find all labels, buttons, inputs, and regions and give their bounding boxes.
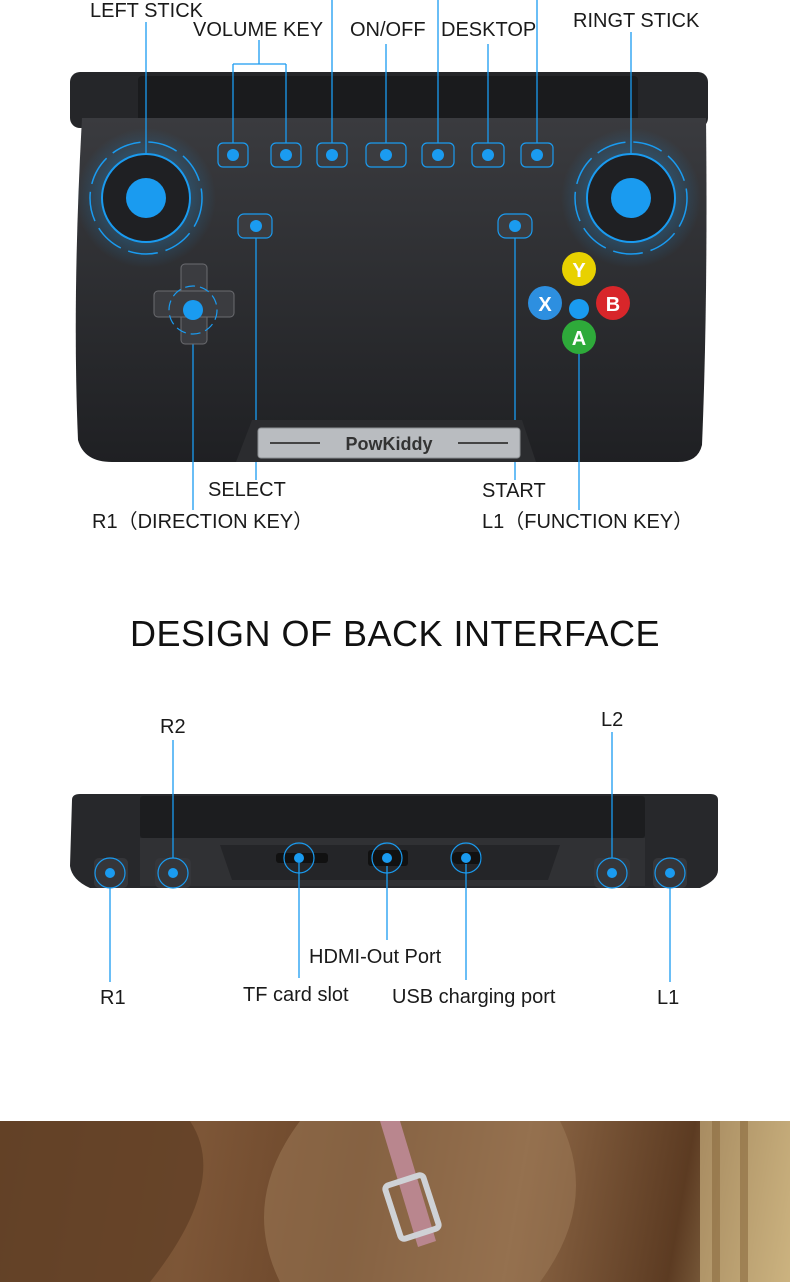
face-buttons: Y X B A xyxy=(528,252,630,354)
x-button-icon: X xyxy=(528,286,562,320)
lifestyle-photo xyxy=(0,1121,790,1282)
back-device-diagram xyxy=(70,732,718,982)
r1-button-icon xyxy=(94,857,128,889)
dpad-icon xyxy=(153,263,235,345)
select-button-icon xyxy=(237,213,273,239)
label-hdmi-port: HDMI-Out Port xyxy=(309,946,442,968)
label-volume-key: VOLUME KEY xyxy=(193,19,324,41)
label-start: START xyxy=(482,480,546,502)
usb-port-icon xyxy=(450,842,482,874)
label-tf-card-slot: TF card slot xyxy=(243,984,349,1006)
tf-card-slot-icon xyxy=(276,842,328,874)
start-button-icon xyxy=(497,213,533,239)
front-device-diagram: Y X B A PowKiddy xyxy=(70,0,708,510)
x-button-label: X xyxy=(538,294,552,316)
brand-label: PowKiddy xyxy=(345,434,432,454)
a-button-label: A xyxy=(572,328,586,350)
label-select: SELECT xyxy=(208,479,286,501)
label-left-stick: LEFT STICK xyxy=(90,0,203,22)
photo-illustration xyxy=(0,1121,790,1282)
front-leader-lines xyxy=(145,0,632,510)
hdmi-port-icon xyxy=(368,842,408,874)
label-usb-port: USB charging port xyxy=(392,986,556,1008)
top-button-7-icon xyxy=(520,142,554,168)
y-button-label: Y xyxy=(572,260,586,282)
b-button-icon: B xyxy=(596,286,630,320)
top-button-5-icon xyxy=(421,142,455,168)
label-l2: L2 xyxy=(601,709,624,731)
label-direction-key: R1（DIRECTION KEY） xyxy=(92,511,314,533)
label-desktop: DESKTOP xyxy=(441,19,537,41)
label-function-key: L1（FUNCTION KEY） xyxy=(482,511,694,533)
brand-plate: PowKiddy xyxy=(236,420,536,462)
l2-button-icon xyxy=(594,857,630,889)
top-button-row xyxy=(217,142,554,168)
l1-button-icon xyxy=(653,857,687,889)
desktop-button-icon xyxy=(471,142,505,168)
volume-up-button-icon xyxy=(270,142,302,168)
volume-down-button-icon xyxy=(217,142,249,168)
label-on-off: ON/OFF xyxy=(350,19,426,41)
r2-button-icon xyxy=(155,857,191,889)
label-l1: L1 xyxy=(657,987,680,1009)
label-r1: R1 xyxy=(100,987,126,1009)
power-button-icon xyxy=(365,142,407,168)
label-right-stick: RINGT STICK xyxy=(573,10,700,32)
left-stick-icon xyxy=(76,128,216,268)
device-body xyxy=(75,118,707,462)
a-button-icon: A xyxy=(562,320,596,354)
top-button-3-icon xyxy=(316,142,348,168)
right-stick-icon xyxy=(561,128,701,268)
y-button-icon: Y xyxy=(562,252,596,286)
section-title: DESIGN OF BACK INTERFACE xyxy=(129,613,661,654)
b-button-label: B xyxy=(606,294,620,316)
label-r2: R2 xyxy=(160,716,186,738)
